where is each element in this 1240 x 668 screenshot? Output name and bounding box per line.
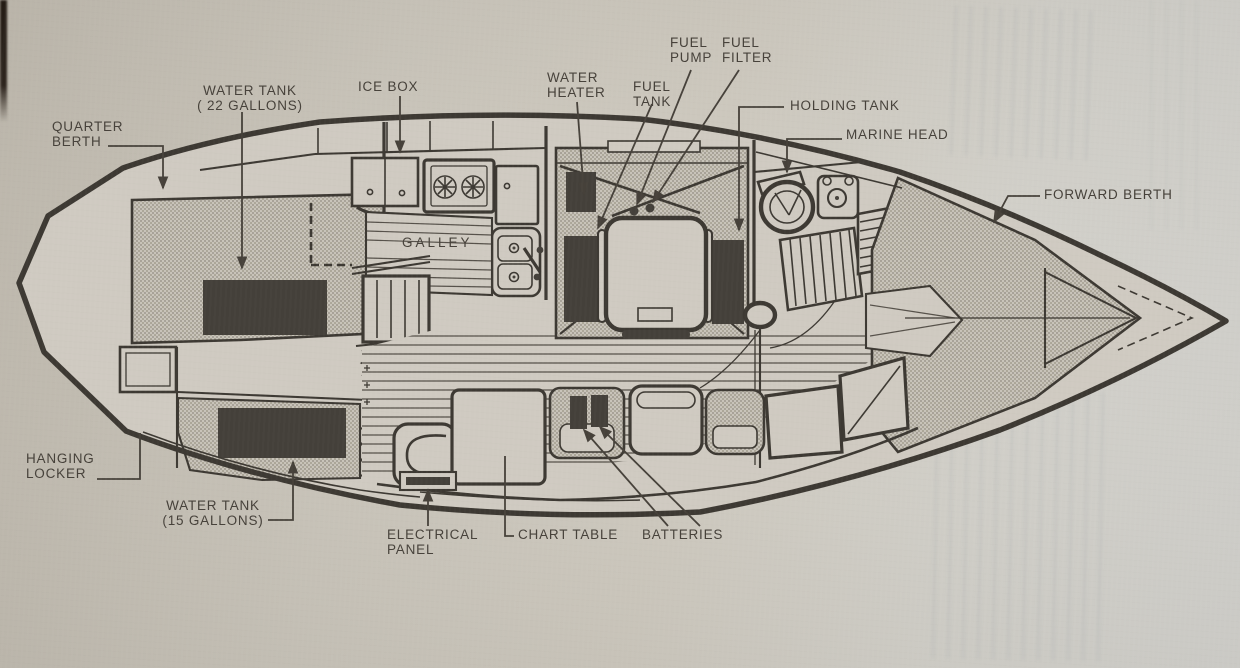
label-water-tank-22: WATER TANK( 22 GALLONS) (197, 83, 303, 113)
page-edge-shadow (0, 0, 7, 122)
hull-outline (16, 112, 1229, 518)
companionway-ladder (351, 254, 435, 348)
burner-spokes (435, 177, 455, 197)
electrical-panel-shape (398, 470, 458, 492)
marine-head-toilet (758, 179, 816, 235)
galley-sink (490, 226, 544, 298)
door-swing-arc (699, 329, 761, 389)
label-galley: GALLEY (402, 235, 473, 250)
label-batteries: BATTERIES (642, 527, 724, 542)
fuel-pump-shape (629, 206, 639, 216)
door-swing-arc (769, 301, 835, 349)
port-lockers-area (118, 345, 377, 482)
label-chart-table: CHART TABLE (518, 527, 619, 542)
label-ice-box: ICE BOX (358, 79, 419, 94)
settee-front-edge (376, 426, 919, 502)
galley-cabinet (494, 164, 540, 226)
step-locker (764, 384, 844, 460)
water-tank-22-shape (203, 280, 327, 335)
fuel-tank-shape (564, 236, 600, 322)
engine-box (603, 215, 709, 333)
battery-shape (591, 395, 608, 427)
head-sink (816, 174, 860, 220)
stove (422, 158, 496, 214)
label-water-tank-15: WATER TANK(15 GALLONS) (162, 498, 264, 528)
water-heater-shape (566, 172, 596, 212)
fuel-filter-shape (645, 203, 655, 213)
forward-berth-area (864, 176, 1195, 454)
settee-cushion (628, 384, 704, 456)
galley-area (199, 121, 547, 348)
bow-dashed-lines (1117, 285, 1195, 351)
holding-tank-shape (712, 240, 744, 324)
chart-table-shape (450, 388, 547, 486)
louvered-grating (778, 226, 864, 312)
label-holding-tank: HOLDING TANK (790, 98, 900, 113)
engine-compartment (554, 140, 750, 340)
starboard-settee-area (376, 355, 919, 502)
water-tank-15-shape (218, 408, 346, 458)
label-marine-head: MARINE HEAD (846, 127, 949, 142)
battery-seat (548, 386, 626, 460)
locker-shape (118, 345, 178, 394)
battery-shape (570, 396, 587, 429)
settee-cushion (704, 388, 766, 456)
leader-lines (97, 69, 1040, 537)
label-forward-berth: FORWARD BERTH (1044, 187, 1173, 202)
quarter-berth-area (130, 192, 386, 345)
